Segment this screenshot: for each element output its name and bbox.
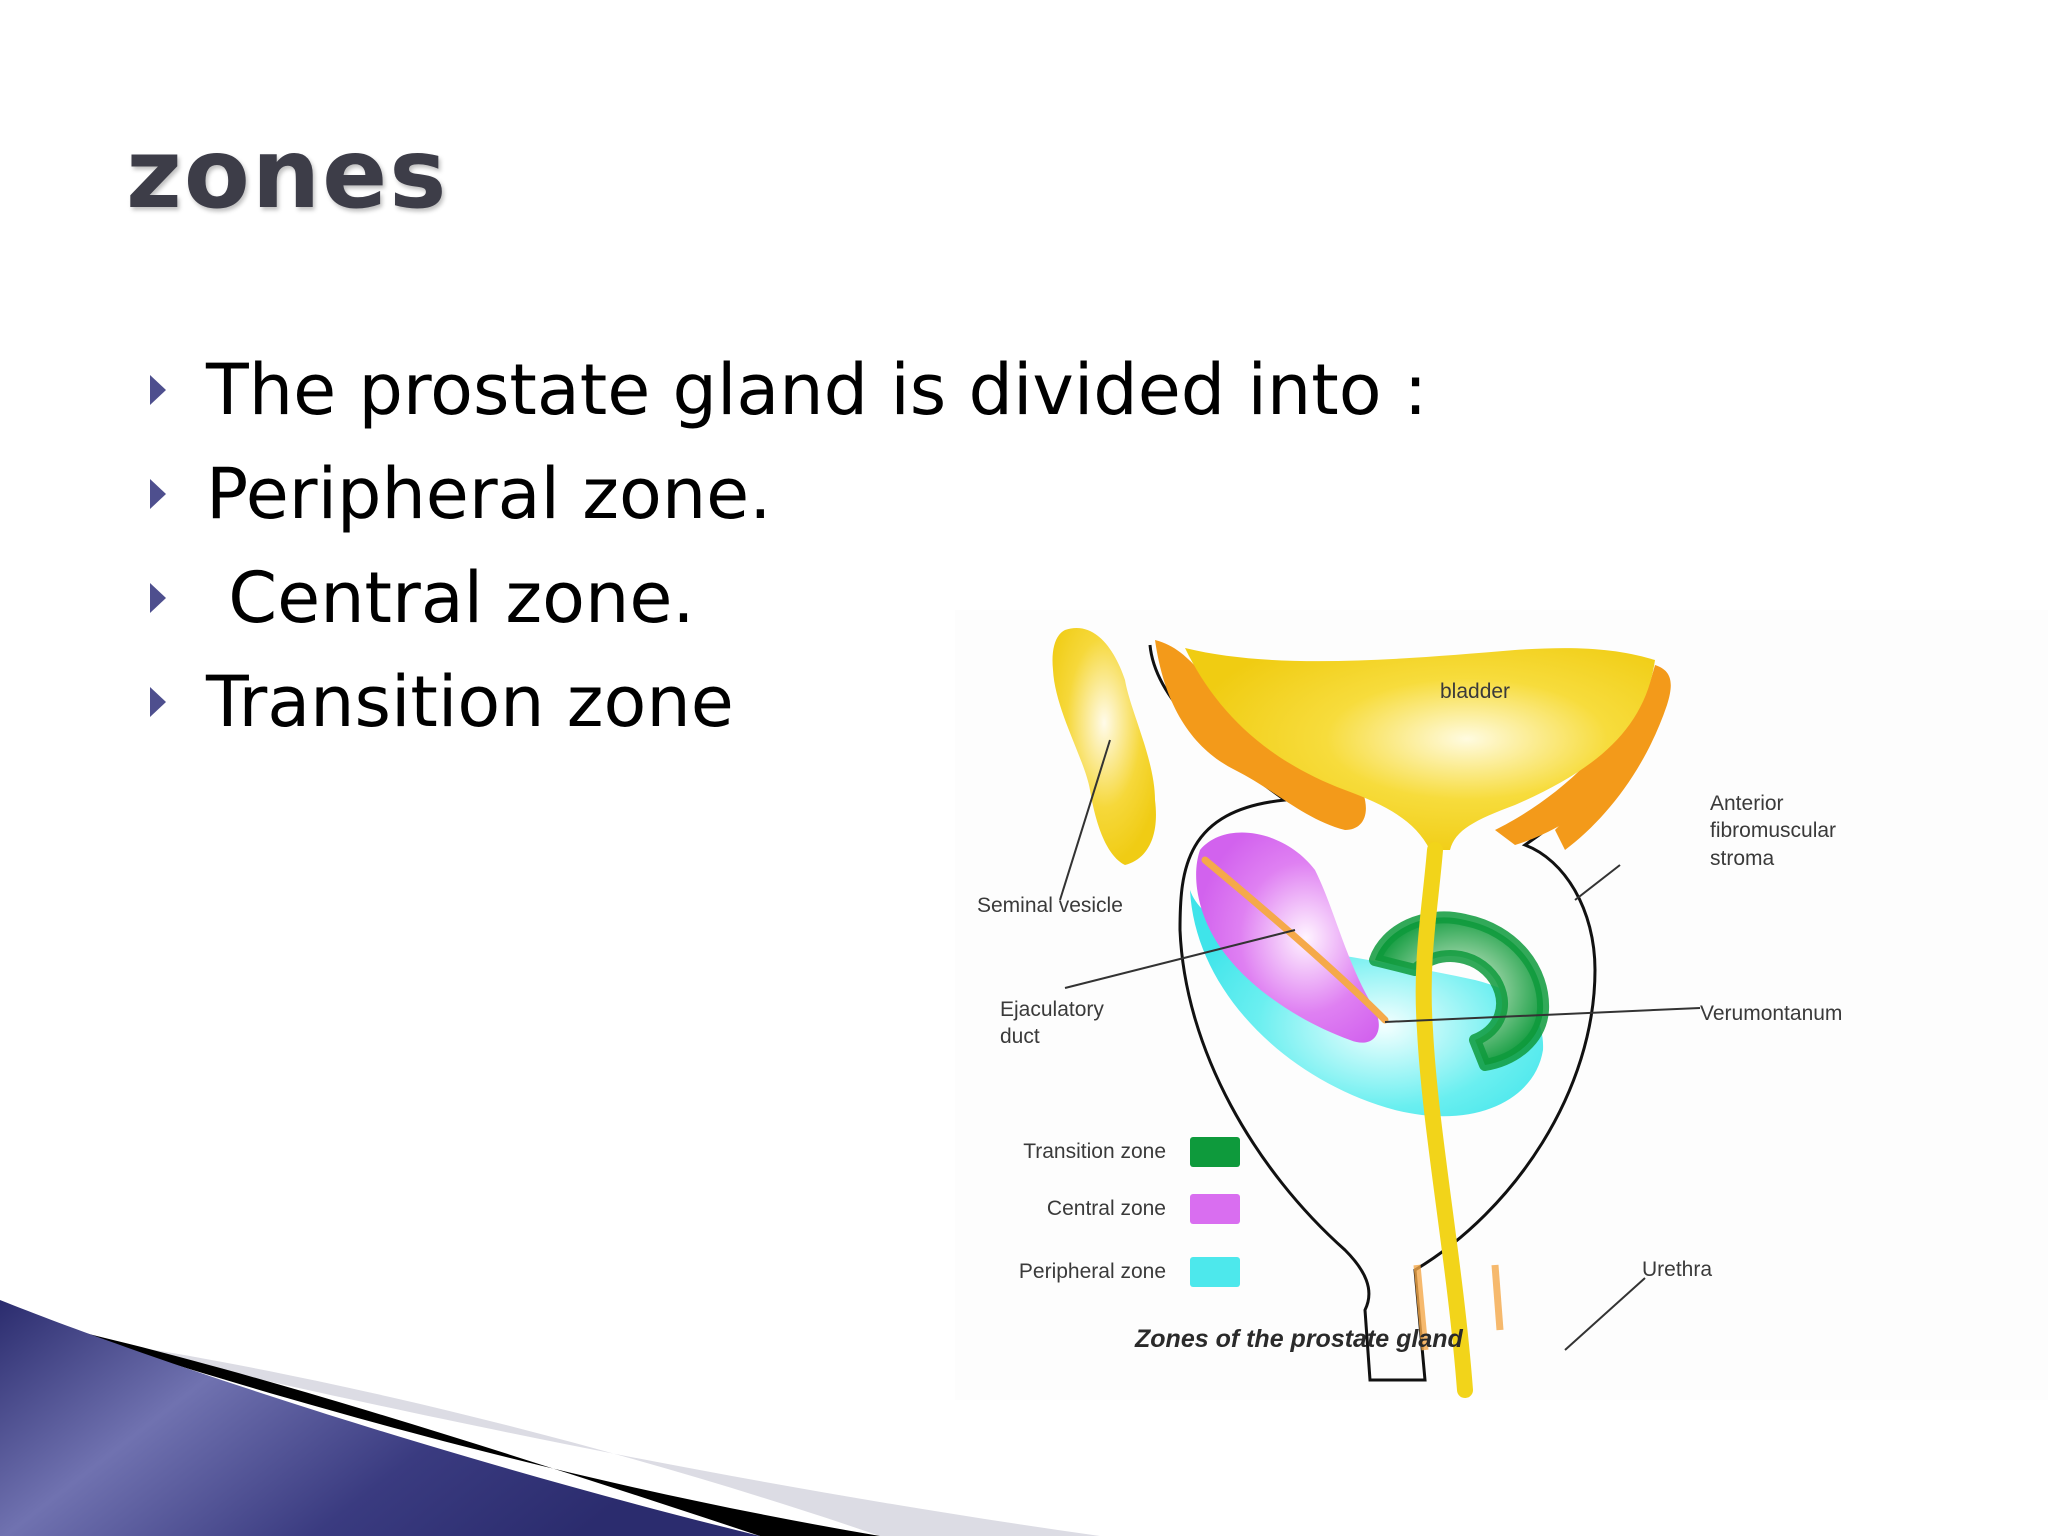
legend-swatch-green <box>1190 1137 1240 1167</box>
bullet-list: The prostate gland is divided into : Per… <box>150 338 1427 754</box>
prostate-zones-diagram: bladder Anterior fibromuscular stroma Se… <box>955 610 2048 1400</box>
bullet-text: The prostate gland is divided into : <box>206 349 1428 431</box>
legend-item-peripheral-zone: Peripheral zone <box>960 1257 1240 1287</box>
prostate-anatomy-illustration <box>1052 628 1701 1398</box>
diagram-caption: Zones of the prostate gland <box>1135 1325 1463 1353</box>
bullet-item: The prostate gland is divided into : <box>150 338 1427 442</box>
bullet-triangle-icon <box>150 375 166 405</box>
legend-label: Transition zone <box>1023 1140 1166 1163</box>
slide-title: zones <box>126 118 449 230</box>
legend-item-central-zone: Central zone <box>960 1194 1240 1224</box>
bullet-item: Central zone. <box>150 546 1427 650</box>
bullet-item: Peripheral zone. <box>150 442 1427 546</box>
bullet-text: Peripheral zone. <box>206 453 772 535</box>
label-urethra: Urethra <box>1642 1258 1713 1281</box>
bullet-text: Transition zone <box>206 661 734 743</box>
label-bladder: bladder <box>1440 680 1511 703</box>
label-verumontanum: Verumontanum <box>1700 1002 1843 1025</box>
decorative-swoosh <box>0 1300 1100 1536</box>
label-seminal-vesicle: Seminal vesicle <box>977 894 1123 917</box>
bullet-triangle-icon <box>150 583 166 613</box>
bullet-triangle-icon <box>150 687 166 717</box>
label-anterior-fibromuscular-stroma: Anterior fibromuscular stroma <box>1710 792 1837 870</box>
legend-label: Central zone <box>1046 1197 1166 1220</box>
label-ejaculatory-duct: Ejaculatory duct <box>1000 998 1104 1049</box>
bullet-triangle-icon <box>150 479 166 509</box>
legend-swatch-purple <box>1190 1194 1240 1224</box>
legend-label: Peripheral zone <box>1018 1260 1166 1283</box>
bullet-item: Transition zone <box>150 650 1427 754</box>
bullet-text: Central zone. <box>206 557 695 639</box>
legend-swatch-cyan <box>1190 1257 1240 1287</box>
legend-item-transition-zone: Transition zone <box>960 1137 1240 1167</box>
